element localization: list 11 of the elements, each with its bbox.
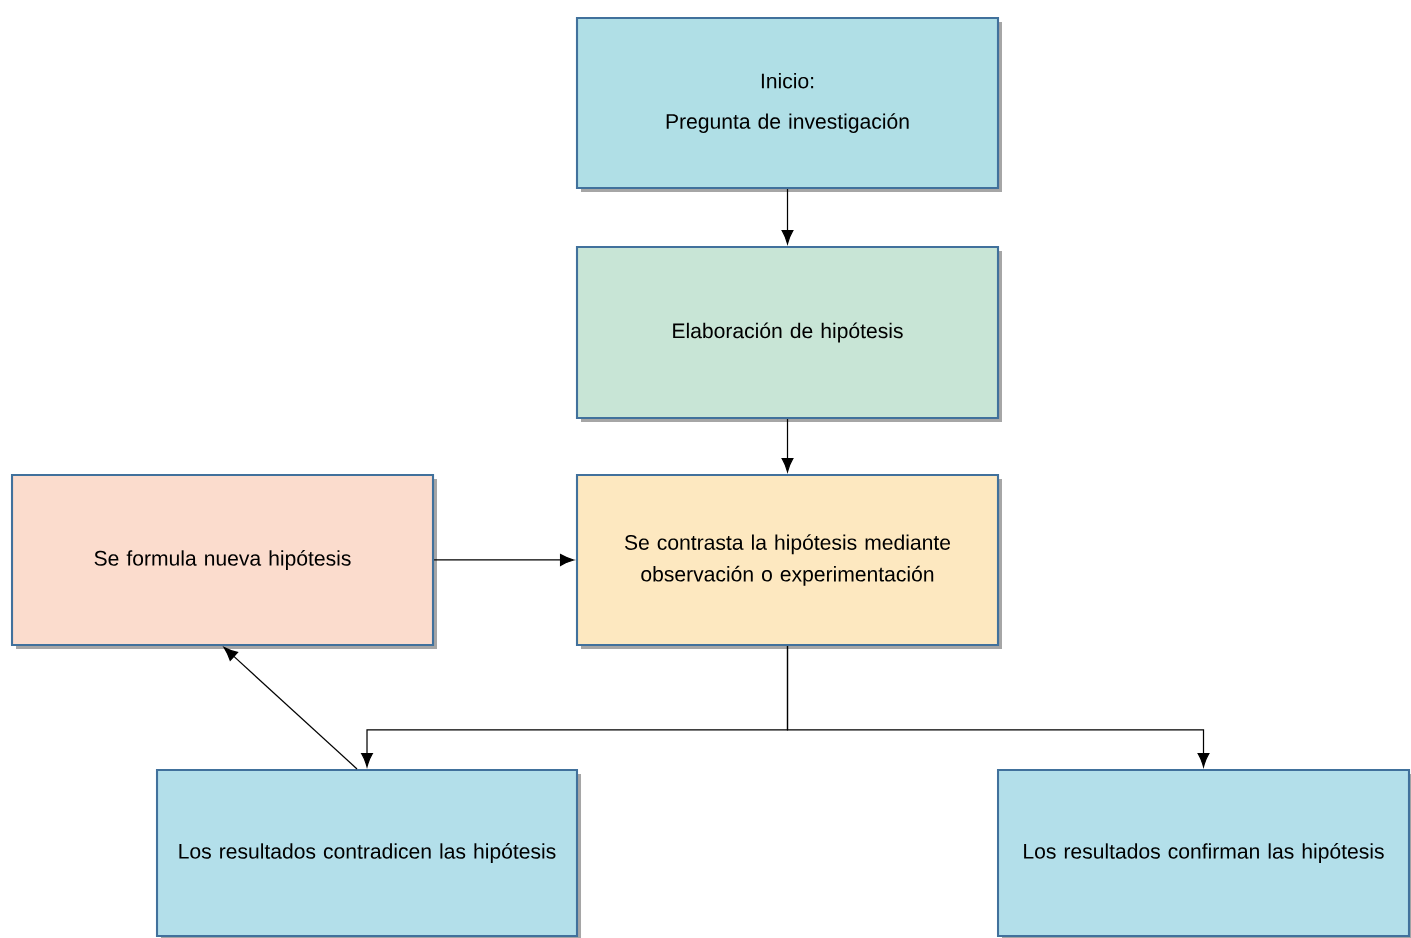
process-box: Se contrasta la hipótesis mediante observación o experimentación	[575, 473, 1002, 649]
process-box: Se formula nueva hipótesis	[10, 473, 437, 649]
process-box: Elaboración de hipótesis	[575, 245, 1002, 422]
arrow	[781, 418, 794, 473]
arrow	[433, 554, 575, 566]
process-box: Inicio: Pregunta de investigación	[575, 16, 1002, 192]
process-box: Los resultados contradicen las hipótesis	[155, 768, 581, 938]
process-box: Los resultados confirman las hipótesis	[996, 768, 1411, 938]
arrow	[786, 645, 1210, 768]
arrow	[223, 647, 358, 770]
arrow	[781, 188, 794, 245]
